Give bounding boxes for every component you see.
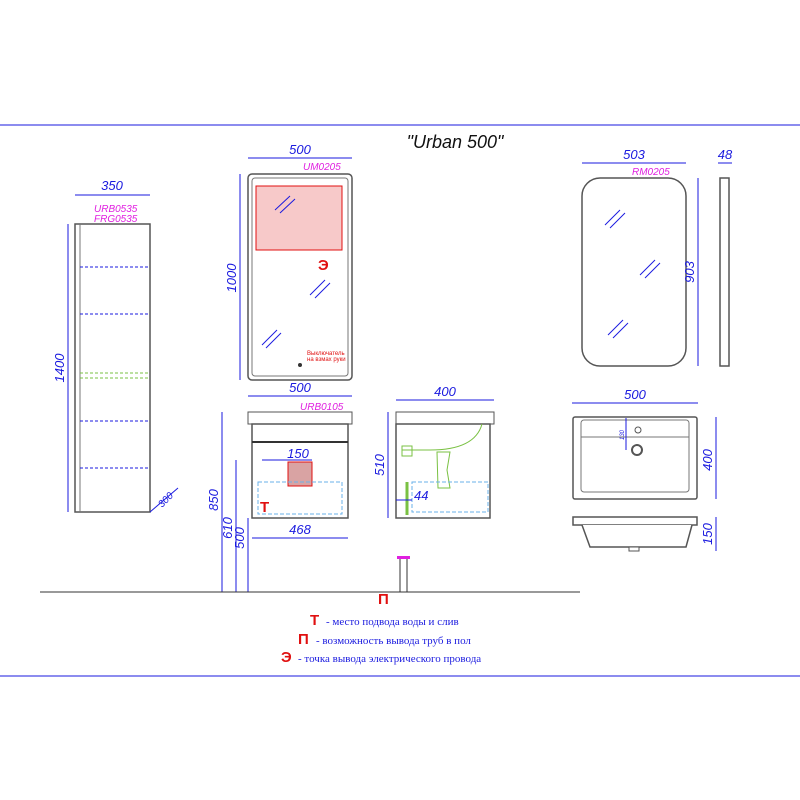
switch-label-1: Выключатель xyxy=(307,351,345,357)
switch-label-2: на взмах руки xyxy=(307,357,346,363)
legend: Т - место подвода воды и слив П - возмож… xyxy=(281,612,481,666)
mirror-rm-width: 503 xyxy=(623,147,645,162)
vanity-width: 500 xyxy=(289,380,311,395)
vanity-height-850: 850 xyxy=(206,488,221,510)
mirror-um: 500 UM0205 Э Выключатель на взмах руки 1… xyxy=(224,142,353,381)
mirror-um-width: 500 xyxy=(289,142,311,157)
mirror-um-electric-marker: Э xyxy=(318,257,329,274)
basin-tap-offset: 130 xyxy=(620,429,626,440)
vanity-side: 400 44 510 xyxy=(372,384,495,519)
mirror-um-code: UM0205 xyxy=(303,162,341,173)
light-zone xyxy=(255,185,343,251)
vanity-height-610: 610 xyxy=(220,516,235,538)
vanity-water-marker: Т xyxy=(260,499,269,516)
side-offset: 44 xyxy=(414,488,428,503)
legend-key-floor: П xyxy=(298,631,309,648)
legend-text-electric: - точка вывода электрического провода xyxy=(298,653,481,665)
column-cabinet: 350 URB0535 FRG0535 1400 300 xyxy=(52,178,179,513)
vanity-inner-width: 468 xyxy=(289,522,311,537)
mirror-rm: 503 RM0205 48 903 xyxy=(581,147,733,367)
legend-text-water: - место подвода воды и слив xyxy=(326,616,459,628)
legend-key-electric: Э xyxy=(281,649,292,666)
vanity-height-500: 500 xyxy=(232,526,247,548)
column-code-2: FRG0535 xyxy=(94,214,138,225)
legend-text-floor: - возможность вывода труб в пол xyxy=(316,635,471,647)
vanity-front: 500 URB0105 150 Т 468 850 610 500 xyxy=(206,380,353,592)
mirror-rm-height: 903 xyxy=(682,260,697,282)
basin-width: 500 xyxy=(624,387,646,402)
floor-marker: П xyxy=(378,591,389,608)
side-height: 510 xyxy=(372,453,387,475)
mirror-um-height: 1000 xyxy=(224,263,239,293)
legend-key-water: Т xyxy=(310,612,319,629)
drawing-title: "Urban 500" xyxy=(407,132,505,152)
column-depth: 300 xyxy=(156,490,176,510)
sensor-icon xyxy=(298,363,302,367)
floor-pipe xyxy=(399,557,408,593)
mirror-rm-depth: 48 xyxy=(718,147,733,162)
column-height: 1400 xyxy=(52,353,67,383)
vanity-offset: 150 xyxy=(287,446,309,461)
column-width: 350 xyxy=(101,178,123,193)
basin-depth: 400 xyxy=(700,448,715,470)
mirror-rm-code: RM0205 xyxy=(632,167,670,178)
vanity-code: URB0105 xyxy=(300,402,344,413)
basin: 500 130 400 150 xyxy=(572,387,717,552)
column-code-1: URB0535 xyxy=(94,204,138,215)
basin-height: 150 xyxy=(700,522,715,544)
side-depth: 400 xyxy=(434,384,456,399)
